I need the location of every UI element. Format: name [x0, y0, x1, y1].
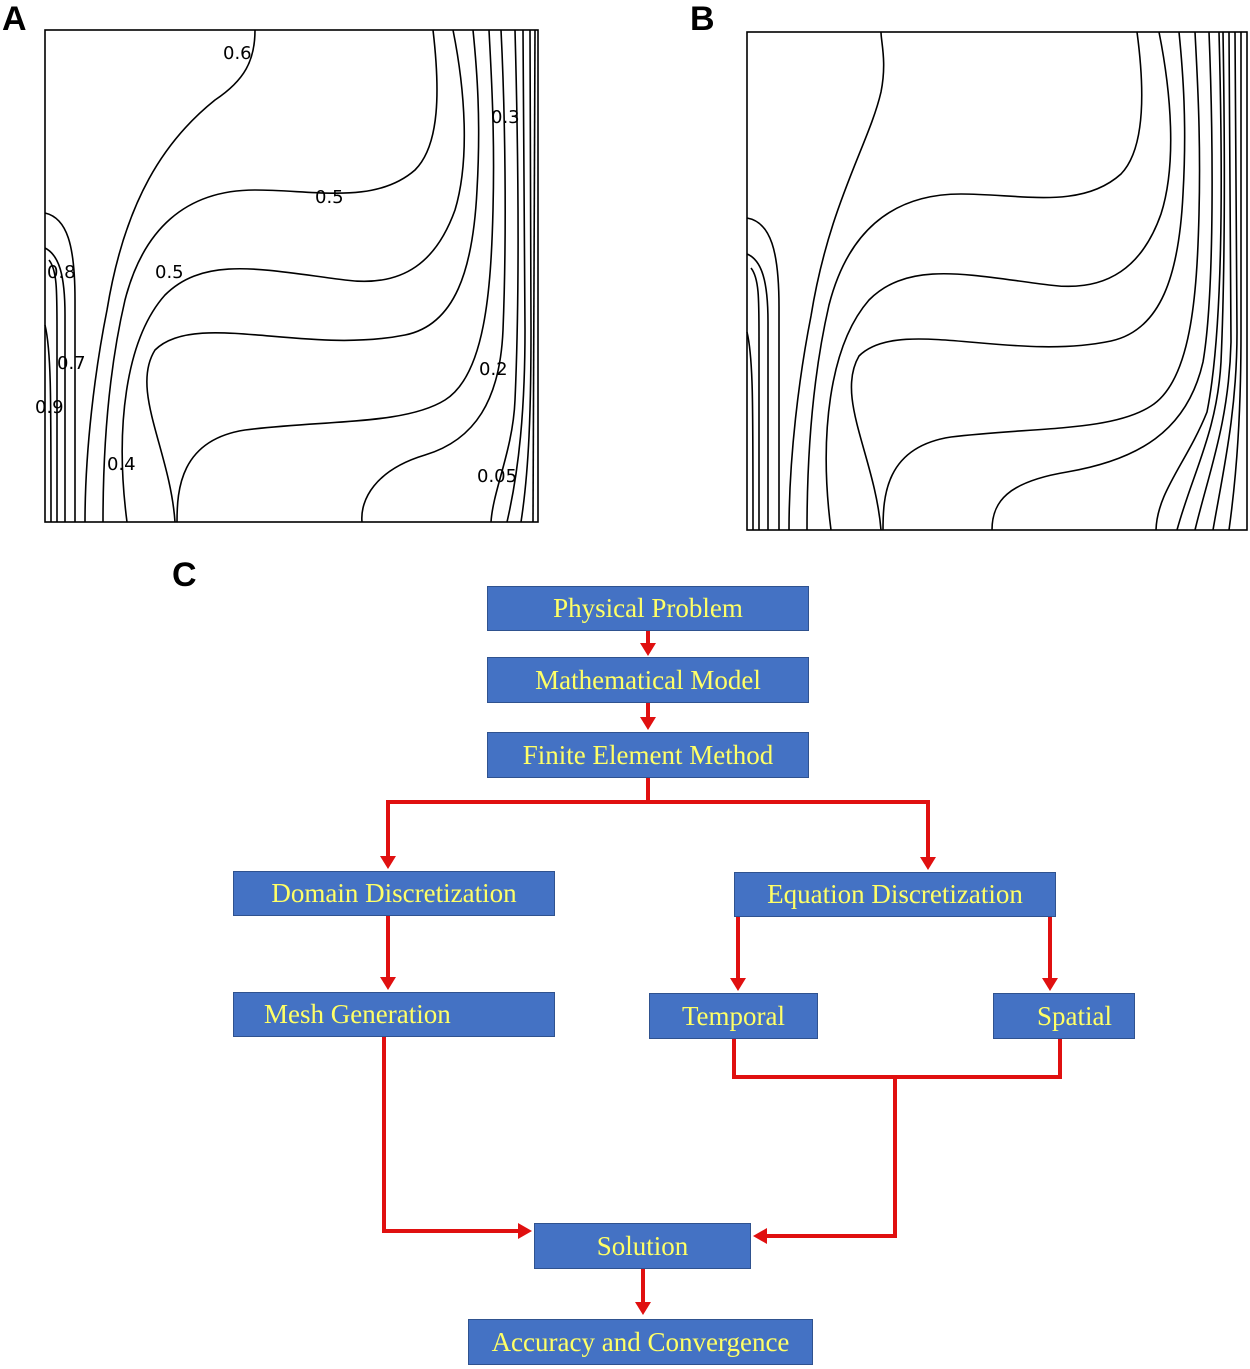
- arrow-head: [920, 857, 936, 870]
- arrow-head: [730, 978, 746, 991]
- contour-label: 0.6: [223, 43, 252, 64]
- contour-label: 0.8: [47, 262, 76, 283]
- arrow-head: [635, 1302, 651, 1315]
- box-domain-discretization: Domain Discretization: [233, 871, 555, 916]
- contour-label: 0.7: [57, 353, 86, 374]
- arrow-heads: [380, 643, 1058, 1315]
- contour-label: 0.05: [477, 466, 517, 487]
- arrow-head: [640, 717, 656, 730]
- contour-plot-a: 0.6 0.3 0.5 0.8 0.5 0.7 0.2 0.9 0.4 0.05: [35, 29, 539, 523]
- contour-label: 0.5: [155, 262, 184, 283]
- box-equation-discretization: Equation Discretization: [734, 872, 1056, 917]
- box-temporal: Temporal: [649, 993, 818, 1039]
- contour-label: 0.4: [107, 454, 136, 475]
- panel-label-b: B: [690, 0, 715, 38]
- box-accuracy-convergence: Accuracy and Convergence: [468, 1319, 813, 1365]
- connector-lines: [382, 631, 1062, 1304]
- box-physical-problem: Physical Problem: [487, 586, 809, 631]
- arrow-head: [640, 643, 656, 656]
- arrow-head: [518, 1223, 532, 1239]
- plot-frame-b: [746, 31, 1248, 531]
- box-mathematical-model: Mathematical Model: [487, 657, 809, 703]
- arrow-head: [753, 1228, 767, 1244]
- contour-label-group: 0.6 0.3 0.5 0.8 0.5 0.7 0.2 0.9 0.4 0.05: [35, 43, 520, 487]
- arrow-head: [380, 856, 396, 869]
- contour-lines-a: [44, 29, 536, 523]
- plot-frame-a: [44, 29, 539, 523]
- contour-label: 0.3: [491, 107, 520, 128]
- panel-label-a: A: [2, 0, 27, 38]
- box-mesh-generation: Mesh Generation: [233, 992, 555, 1037]
- box-finite-element-method: Finite Element Method: [487, 732, 809, 778]
- arrow-head: [1042, 978, 1058, 991]
- arrow-head: [380, 977, 396, 990]
- box-spatial: Spatial: [993, 993, 1135, 1039]
- panel-label-c: C: [172, 556, 197, 594]
- contour-plot-b: [746, 31, 1248, 531]
- contour-label: 0.9: [35, 397, 64, 418]
- contour-label: 0.2: [479, 359, 508, 380]
- contour-lines-b: [746, 31, 1242, 531]
- contour-label: 0.5: [315, 187, 344, 208]
- box-solution: Solution: [534, 1223, 751, 1269]
